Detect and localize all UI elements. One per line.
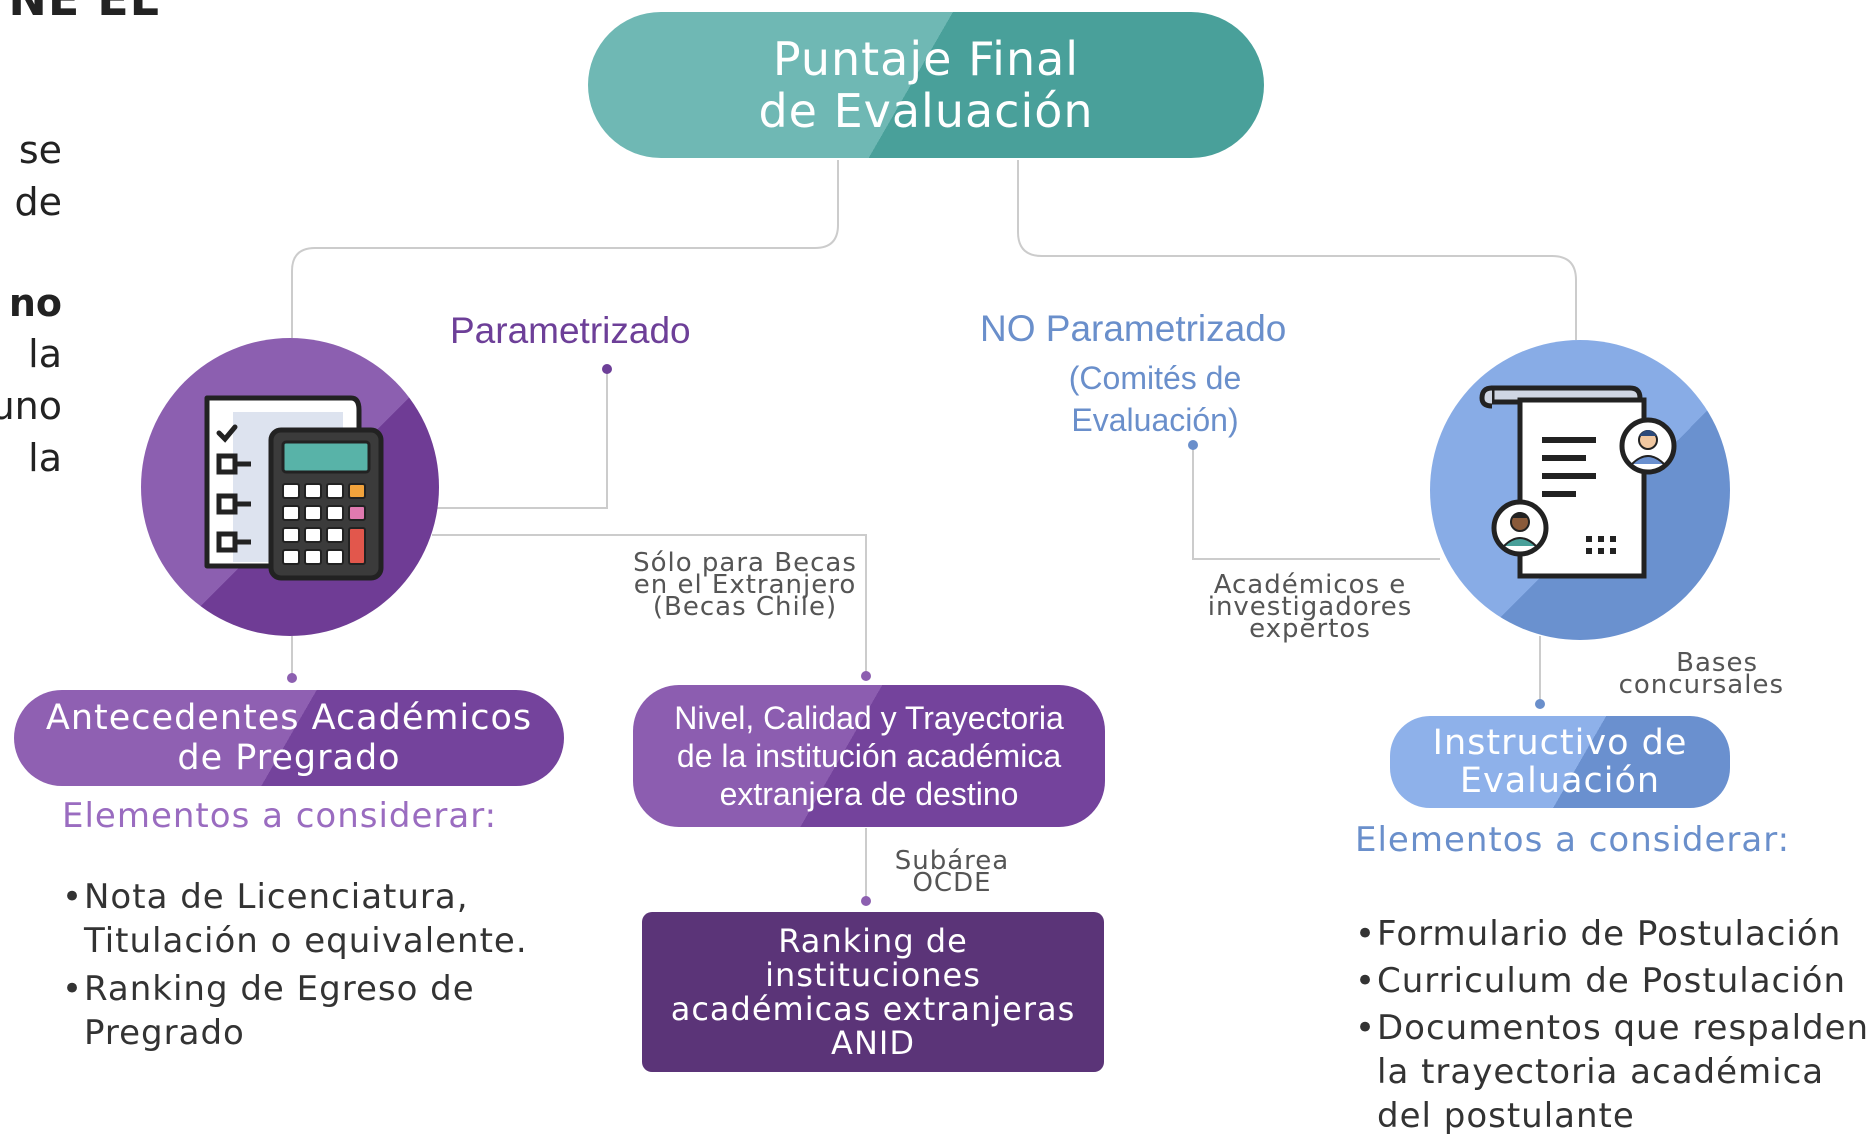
subarea-note-line: Subárea — [894, 846, 1010, 876]
document-circle — [1430, 340, 1730, 640]
nivel-line: de la institución académica — [676, 738, 1062, 774]
connector-final-to-no-parametrizado — [1017, 160, 1577, 340]
becas-note-line: Sólo para Becas — [633, 548, 857, 578]
ranking-line: instituciones — [765, 956, 981, 994]
left-text-line: se — [18, 128, 62, 172]
comites-line: (Comités de — [1068, 360, 1242, 396]
list-item: Ranking de Egreso de Pregrado — [62, 967, 582, 1055]
antecedentes-box: Antecedentes Académicos de Pregrado — [14, 690, 564, 786]
calculator-checklist-icon — [204, 395, 384, 581]
left-text-line: de — [14, 180, 63, 224]
left-text-line: uno — [0, 384, 62, 428]
instructivo-box: Instructivo de Evaluación — [1390, 716, 1730, 808]
list-item: Nota de Licenciatura, Titulación o equiv… — [62, 875, 582, 963]
antecedentes-line: Antecedentes Académicos — [45, 698, 533, 738]
connector-dot — [287, 673, 297, 683]
nivel-calidad-box: Nivel, Calidad y Trayectoria de la insti… — [633, 685, 1105, 827]
comites-label: (Comités de Evaluación) — [1030, 357, 1280, 441]
right-elements-list: Formulario de Postulación Curriculum de … — [1355, 912, 1875, 1141]
bases-note-line: concursales — [1618, 670, 1784, 700]
no-parametrizado-label: NO Parametrizado — [980, 308, 1287, 349]
final-score-node: Puntaje Final de Evaluación — [588, 12, 1264, 158]
antecedentes-line: de Pregrado — [177, 738, 401, 778]
connector-dot — [861, 671, 871, 681]
connector-dot — [861, 896, 871, 906]
left-text-line: la — [28, 436, 62, 480]
parametrizado-dot — [602, 364, 612, 374]
right-elements-heading: Elementos a considerar: — [1355, 820, 1791, 860]
ranking-line: ANID — [831, 1024, 915, 1062]
connector-dot — [1535, 699, 1545, 709]
becas-note-line: en el Extranjero — [633, 570, 857, 600]
nivel-line: Nivel, Calidad y Trayectoria — [674, 700, 1064, 736]
connector-final-to-parametrizado — [291, 160, 839, 338]
left-clipped-heading: NE EL — [0, 0, 160, 26]
list-item: Documentos que respalden la trayectoria … — [1355, 1006, 1875, 1138]
bases-note-line: Bases — [1676, 648, 1758, 678]
left-elements-heading: Elementos a considerar: — [62, 796, 498, 836]
comites-line: Evaluación) — [1071, 402, 1239, 438]
ranking-line: Ranking de — [778, 922, 968, 960]
list-item: Curriculum de Postulación — [1355, 959, 1875, 1003]
subarea-note: Subárea OCDE — [886, 846, 1018, 898]
document-reviewers-icon — [1479, 385, 1677, 579]
academicos-note-line: investigadores — [1207, 592, 1413, 622]
parametrizado-label: Parametrizado — [450, 310, 691, 351]
connector-comites-label — [1192, 448, 1440, 560]
becas-note-line: (Becas Chile) — [652, 592, 838, 622]
nivel-line: extranjera de destino — [719, 776, 1019, 812]
final-score-line: Puntaje Final — [772, 32, 1080, 86]
left-elements-list: Nota de Licenciatura, Titulación o equiv… — [62, 875, 582, 1059]
bases-note: Bases concursales — [1588, 648, 1784, 700]
instructivo-line: Evaluación — [1459, 761, 1661, 801]
left-text-line: la — [28, 332, 62, 376]
becas-note: Sólo para Becas en el Extranjero (Becas … — [622, 548, 868, 622]
academicos-note-line: expertos — [1249, 614, 1371, 644]
connector-parametrizado-label — [435, 370, 608, 509]
ranking-box: Ranking de instituciones académicas extr… — [642, 912, 1104, 1072]
list-item: Formulario de Postulación — [1355, 912, 1875, 956]
academicos-note: Académicos e investigadores expertos — [1192, 570, 1428, 644]
no-parametrizado-dot — [1188, 440, 1198, 450]
instructivo-line: Instructivo de — [1432, 723, 1688, 763]
ranking-line: académicas extranjeras — [670, 990, 1076, 1028]
left-text-line-bold: no — [8, 281, 62, 325]
calculator-circle — [141, 338, 439, 636]
connector-calc-to-nivel — [432, 534, 867, 676]
academicos-note-line: Académicos e — [1213, 570, 1407, 600]
subarea-note-line: OCDE — [912, 868, 992, 898]
final-score-line: de Evaluación — [758, 84, 1094, 138]
